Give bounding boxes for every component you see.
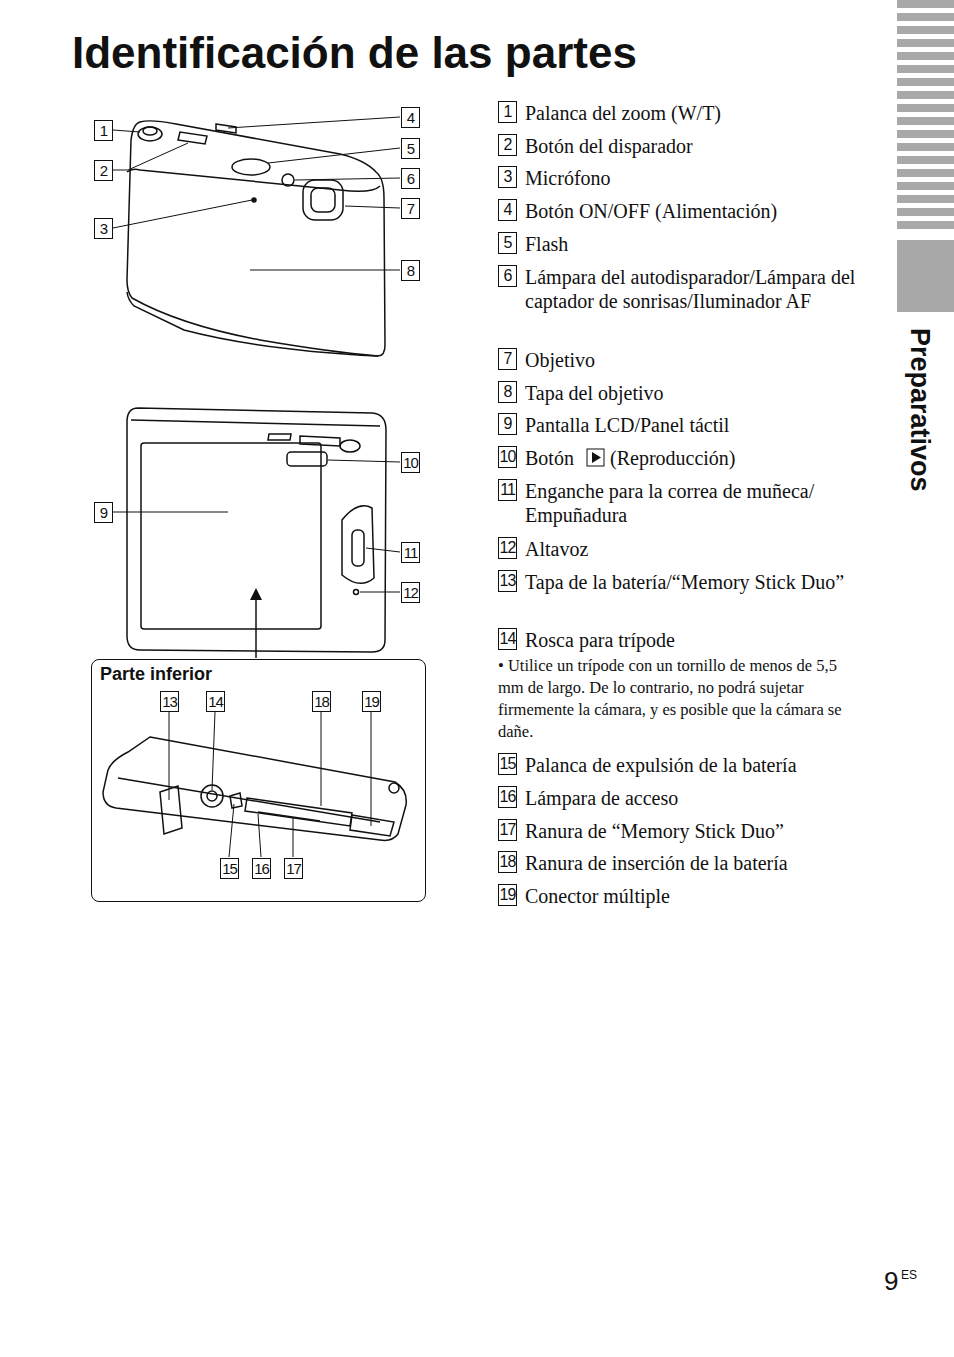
callout-number: 3 [94, 218, 113, 239]
item-text: Enganche para la correa de muñeca/ Empuñ… [525, 479, 865, 527]
item-number: 14 [498, 628, 517, 650]
callout-number: 10 [401, 452, 420, 473]
callout-number: 1 [94, 120, 113, 141]
item-number: 17 [498, 819, 517, 841]
leader-lines [113, 117, 400, 857]
callout-number: 12 [401, 582, 420, 603]
item-number: 18 [498, 851, 517, 873]
item-text: Ranura de inserción de la batería [525, 851, 865, 875]
callout-number: 2 [94, 160, 113, 181]
callout-number: 7 [401, 198, 420, 219]
item-text: Botón ON/OFF (Alimentación) [525, 199, 865, 223]
item-number: 16 [498, 786, 517, 808]
callout-number: 11 [401, 542, 420, 563]
item-number: 2 [498, 134, 517, 156]
item-text: Botón del disparador [525, 134, 865, 158]
item-number: 8 [498, 381, 517, 403]
item-number: 15 [498, 753, 517, 775]
item-text: Palanca del zoom (W/T) [525, 101, 865, 125]
item-number: 9 [498, 413, 517, 435]
section-tab: Preparativos [904, 328, 935, 492]
callout-number: 9 [94, 502, 113, 523]
item-text: Lámpara del autodisparador/Lámpara del c… [525, 265, 865, 313]
view-arrow [255, 594, 257, 658]
item-text: Micrófono [525, 166, 865, 190]
item-number: 13 [498, 570, 517, 592]
item-number: 12 [498, 537, 517, 559]
callout-number: 8 [401, 260, 420, 281]
callout-number: 15 [220, 858, 239, 879]
camera-bottom [103, 737, 406, 840]
item-number: 4 [498, 199, 517, 221]
item-text: Tapa de la batería/“Memory Stick Duo” [525, 570, 865, 594]
callout-number: 4 [401, 107, 420, 128]
item-number: 5 [498, 232, 517, 254]
item-text: Lámpara de acceso [525, 786, 865, 810]
item-number: 1 [498, 101, 517, 123]
play-icon [587, 449, 604, 466]
page-number: 9 [884, 1266, 898, 1297]
callout-number: 5 [401, 138, 420, 159]
item-text: Tapa del objetivo [525, 381, 865, 405]
tab-stripes [897, 0, 954, 232]
item-text: (Reproducción) [610, 446, 736, 470]
note-text: • Utilice un trípode con un tornillo de … [498, 655, 848, 743]
callout-number: 19 [362, 691, 381, 712]
item-number: 3 [498, 166, 517, 188]
callout-number: 14 [206, 691, 225, 712]
tab-block [897, 240, 954, 312]
item-text: Pantalla LCD/Panel táctil [525, 413, 865, 437]
page-title: Identificación de las partes [72, 28, 637, 78]
item-number: 7 [498, 348, 517, 370]
callout-number: 16 [252, 858, 271, 879]
callout-number: 17 [284, 858, 303, 879]
item-number: 11 [498, 479, 517, 501]
item-text: Rosca para trípode [525, 628, 865, 652]
item-text: Ranura de “Memory Stick Duo” [525, 819, 865, 843]
item-number: 10 [498, 446, 517, 468]
item-text: Conector múltiple [525, 884, 865, 908]
item-number: 6 [498, 265, 517, 287]
panel-heading: Parte inferior [100, 664, 212, 685]
item-text: Botón [525, 446, 574, 470]
language-code: ES [901, 1268, 917, 1282]
item-text: Flash [525, 232, 865, 256]
item-text: Palanca de expulsión de la batería [525, 753, 865, 777]
callout-number: 13 [160, 691, 179, 712]
item-text: Altavoz [525, 537, 865, 561]
item-number: 19 [498, 884, 517, 906]
camera-front [127, 121, 385, 356]
item-text: Objetivo [525, 348, 865, 372]
callout-number: 18 [312, 691, 331, 712]
callout-number: 6 [401, 168, 420, 189]
